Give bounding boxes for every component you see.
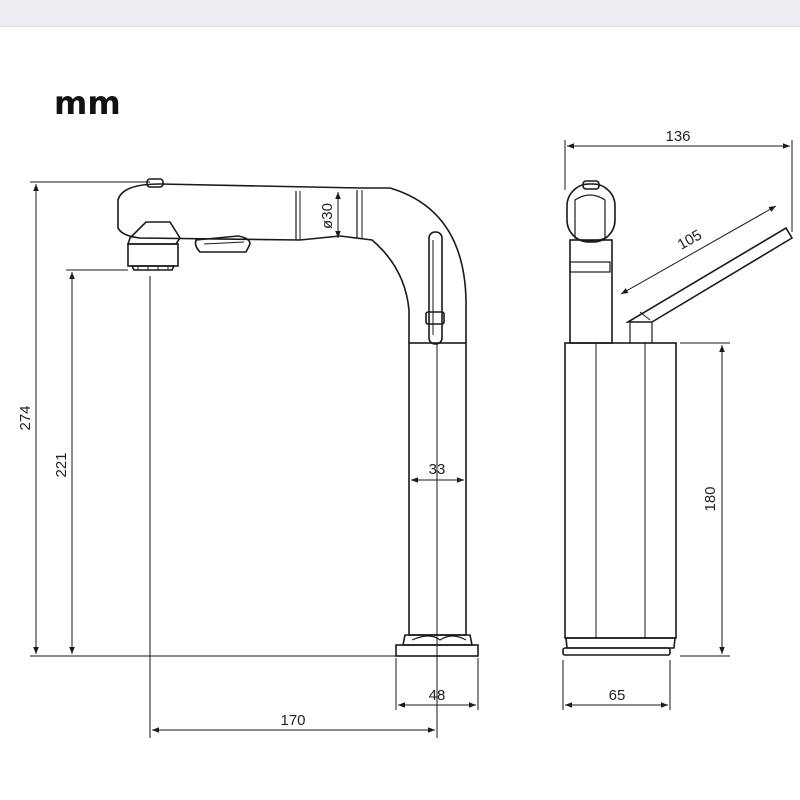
dim-body-width: 33: [429, 461, 446, 478]
dim-body-height: 180: [702, 486, 719, 511]
spray-trigger: [194, 235, 251, 253]
dim-reach: 170: [280, 712, 305, 729]
dim-handle-length: 105: [675, 227, 705, 254]
side-body: [564, 342, 677, 639]
nozzle-head: [126, 221, 181, 245]
side-handle: [625, 226, 794, 323]
dim-spout-height: 221: [53, 452, 70, 477]
side-head: [566, 183, 616, 243]
nozzle: [127, 243, 179, 267]
side-base: [562, 647, 671, 656]
dim-base-depth: 48: [429, 687, 446, 704]
front-view-faucet: [117, 178, 479, 657]
top-bar: [0, 0, 800, 27]
side-view-faucet: [562, 180, 794, 656]
dim-total-height: 274: [17, 405, 34, 430]
top-button: [146, 178, 164, 188]
dim-spout-diameter: ø30: [319, 203, 336, 229]
dim-base-width: 65: [609, 687, 626, 704]
dim-overall-depth: 136: [665, 128, 690, 145]
side-neck: [569, 239, 613, 344]
lever-handle: [428, 231, 443, 345]
unit-label: mm: [54, 84, 121, 122]
